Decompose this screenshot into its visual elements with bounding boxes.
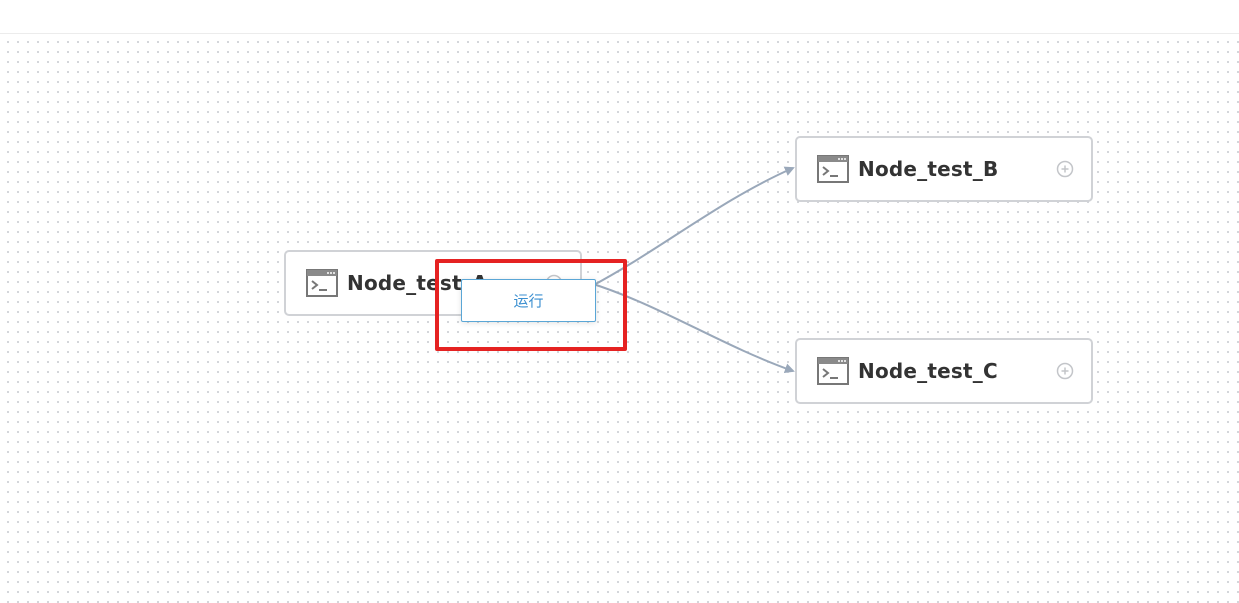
node-b[interactable]: Node_test_B: [795, 136, 1093, 202]
top-toolbar: [0, 0, 1239, 34]
terminal-icon: [817, 357, 849, 385]
node-c[interactable]: Node_test_C: [795, 338, 1093, 404]
terminal-icon: [817, 155, 849, 183]
run-menu-item[interactable]: 运行: [513, 292, 544, 310]
flow-canvas[interactable]: [0, 34, 1239, 603]
node-label: Node_test_B: [858, 157, 999, 181]
terminal-icon: [306, 269, 338, 297]
node-label: Node_test_C: [858, 359, 998, 383]
add-icon[interactable]: [1056, 160, 1074, 178]
add-icon[interactable]: [1056, 362, 1074, 380]
node-context-menu: 运行: [461, 279, 596, 322]
